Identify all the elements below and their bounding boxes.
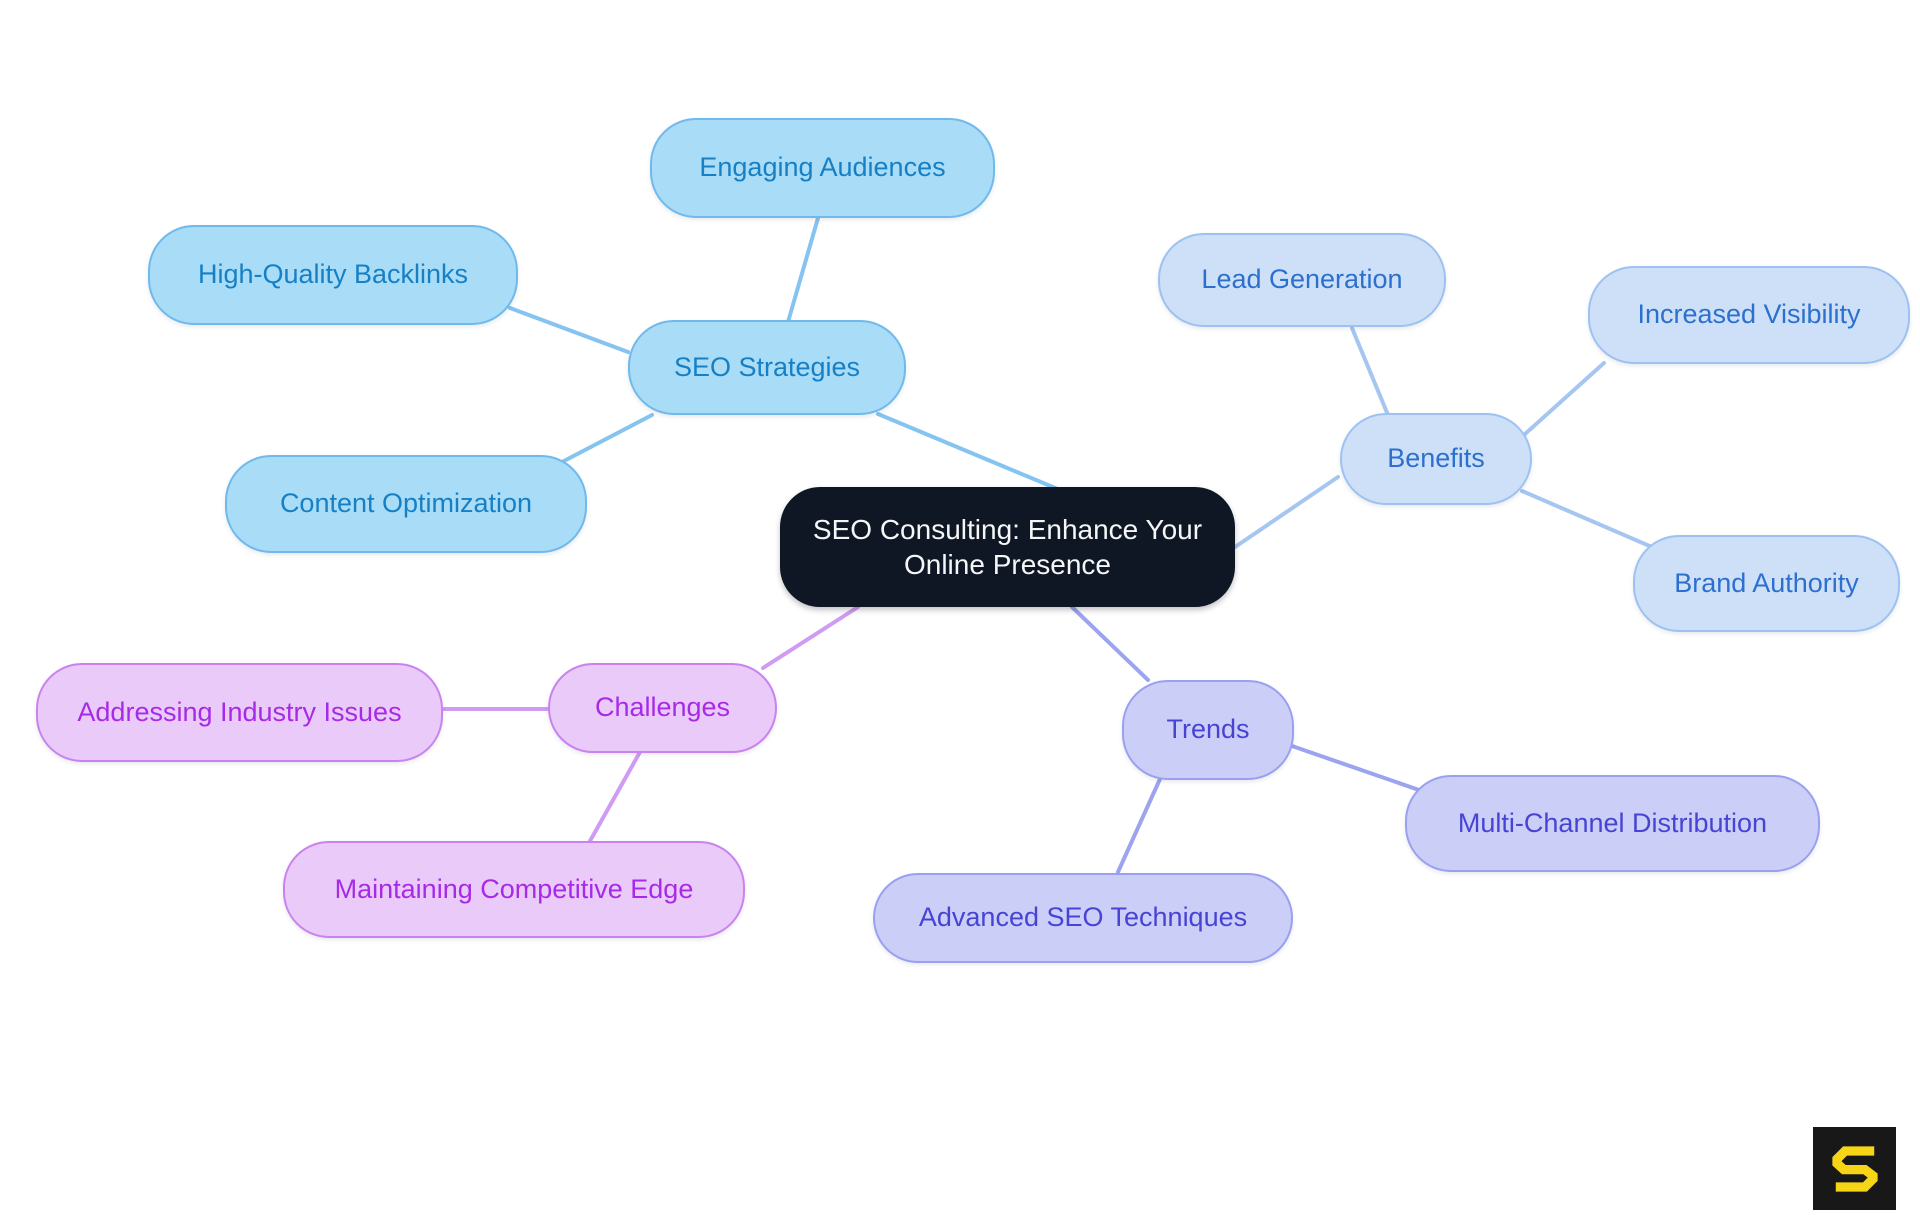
node-lead-generation[interactable]: Lead Generation <box>1158 233 1446 327</box>
node-label: Multi-Channel Distribution <box>1457 807 1768 838</box>
edge-central-benefits <box>1233 475 1340 549</box>
node-content-optimization[interactable]: Content Optimization <box>225 455 587 553</box>
edge-central-trends <box>1070 605 1150 682</box>
node-label: Advanced SEO Techniques <box>918 902 1248 933</box>
central-node-label: SEO Consulting: Enhance Your Online Pres… <box>812 514 1203 580</box>
node-advanced-seo-techniques[interactable]: Advanced SEO Techniques <box>873 873 1293 963</box>
edge-benefits-visibility <box>1523 361 1606 436</box>
edge-strategies-content <box>560 413 654 464</box>
node-label: Lead Generation <box>1201 264 1403 295</box>
node-label: Benefits <box>1387 443 1485 474</box>
node-label: Engaging Audiences <box>699 152 946 183</box>
node-addressing-industry-issues[interactable]: Addressing Industry Issues <box>36 663 443 762</box>
node-label: Increased Visibility <box>1637 299 1861 330</box>
edge-strategies-engaging <box>786 216 820 324</box>
node-label: Addressing Industry Issues <box>77 696 402 727</box>
node-engaging-audiences[interactable]: Engaging Audiences <box>650 118 995 218</box>
node-label: High-Quality Backlinks <box>197 259 469 290</box>
edge-central-strategies <box>876 412 1062 492</box>
edge-central-challenges <box>761 605 860 670</box>
edge-challenges-maintaining <box>588 750 642 843</box>
node-high-quality-backlinks[interactable]: High-Quality Backlinks <box>148 225 518 325</box>
node-label: Brand Authority <box>1674 567 1859 598</box>
edge-strategies-backlinks <box>508 306 630 354</box>
node-increased-visibility[interactable]: Increased Visibility <box>1588 266 1910 364</box>
central-node[interactable]: SEO Consulting: Enhance Your Online Pres… <box>780 487 1235 607</box>
brand-logo <box>1813 1127 1896 1210</box>
node-brand-authority[interactable]: Brand Authority <box>1633 535 1900 632</box>
node-label: Content Optimization <box>279 488 533 519</box>
node-label: Maintaining Competitive Edge <box>334 873 694 904</box>
edge-benefits-leadgen <box>1350 326 1390 417</box>
node-challenges[interactable]: Challenges <box>548 663 777 753</box>
node-trends[interactable]: Trends <box>1122 680 1294 780</box>
node-maintaining-competitive-edge[interactable]: Maintaining Competitive Edge <box>283 841 745 938</box>
node-label: Challenges <box>594 692 731 723</box>
node-benefits[interactable]: Benefits <box>1340 413 1532 505</box>
node-label: SEO Strategies <box>673 351 861 382</box>
edge-trends-advanced <box>1116 777 1162 874</box>
node-label: Trends <box>1166 714 1250 745</box>
node-seo-strategies[interactable]: SEO Strategies <box>628 320 906 415</box>
brand-logo-s-icon <box>1831 1145 1878 1192</box>
node-multi-channel-distribution[interactable]: Multi-Channel Distribution <box>1405 775 1820 872</box>
edge-benefits-authority <box>1520 489 1654 549</box>
